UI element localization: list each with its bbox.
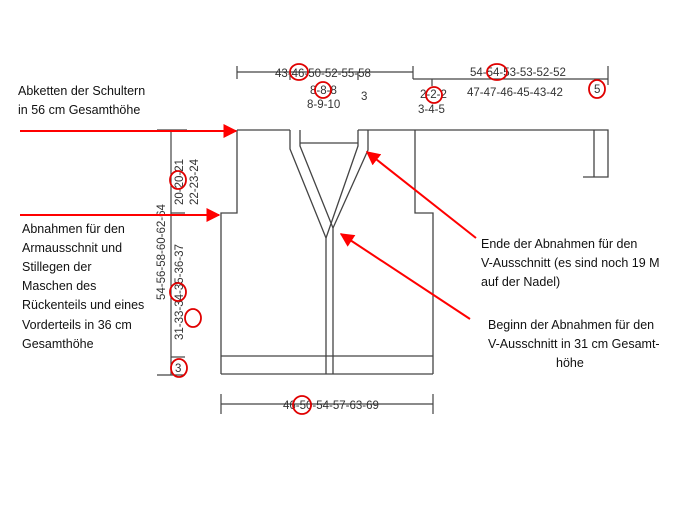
total-height-label: 54-56-58-60-62-64 <box>156 203 168 300</box>
right-band-inner <box>325 130 359 239</box>
arrow-v-end <box>365 151 477 239</box>
size-circle <box>486 63 508 81</box>
size-markers <box>169 63 606 415</box>
left-band-outer <box>289 130 327 374</box>
neck-edge-label: 3 <box>361 91 367 103</box>
note-front-height: Vorderteils in 36 cm Gesamthöhe <box>22 318 132 351</box>
note-v-end: Ende der Abnahmen für den V-Ausschnitt (… <box>481 237 660 289</box>
size-circle <box>289 63 309 81</box>
size-circle <box>170 358 188 378</box>
right-band-outer <box>332 130 369 229</box>
bottom-width-label: 46-50-54-57-63-69 <box>283 400 379 412</box>
sleeve-length-label: 54-54-53-53-52-52 <box>470 67 566 79</box>
size-circle <box>425 86 443 104</box>
sleeve-cuff-label: 5 <box>594 84 600 96</box>
size-circle <box>169 282 187 302</box>
size-circle <box>169 170 187 190</box>
body-right-side <box>414 130 434 374</box>
size-circle <box>184 308 202 328</box>
arrow-v-begin <box>339 233 471 320</box>
armhole-label-1: 20-20-21 <box>174 159 186 205</box>
note-shoulders: Abketten der Schultern in 56 cm Gesamthö… <box>18 84 146 117</box>
border-label: 3 <box>175 363 181 375</box>
sleeve-step-label-2: 3-4-5 <box>418 104 445 116</box>
size-circle <box>588 79 606 99</box>
top-width-label: 43-46-50-52-55-58 <box>275 68 371 80</box>
size-circle <box>314 81 332 99</box>
annotation-arrows <box>20 124 477 320</box>
armhole-label-2: 22-23-24 <box>189 158 201 205</box>
sleeve-width-label: 47-47-46-45-43-42 <box>467 87 563 99</box>
shoulder-label-2: 8-9-10 <box>307 99 340 111</box>
size-circle <box>292 395 312 415</box>
note-v-begin: Beginn der Abnahmen für den V-Ausschnitt… <box>488 318 660 370</box>
note-armhole: Abnahmen für den Armausschnit und Stille… <box>22 222 145 312</box>
left-band-inner <box>299 130 334 374</box>
sleeve-outline <box>415 129 609 178</box>
shoulder-label-1: 8-8-8 <box>310 85 337 97</box>
body-height-label: 31-33-34-35-36-37 <box>174 244 186 340</box>
body-left-side <box>220 130 238 374</box>
